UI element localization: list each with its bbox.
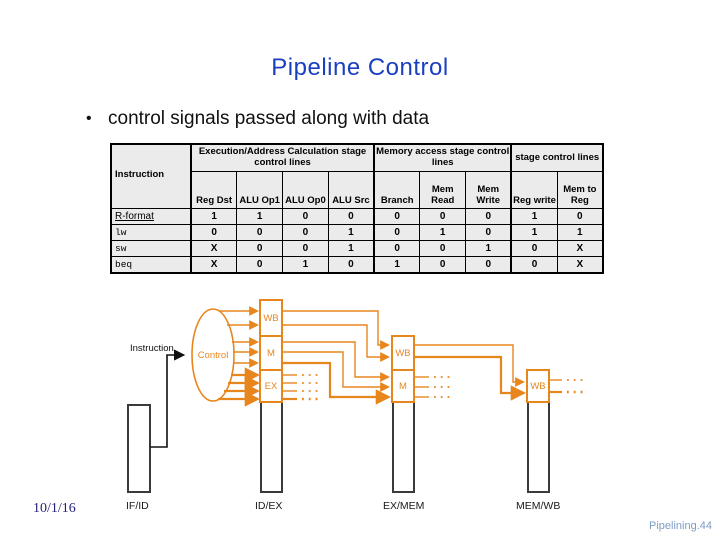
instruction-wire <box>150 349 186 448</box>
column-header: Mem to Reg <box>556 171 604 209</box>
wb-signal-line <box>282 324 390 362</box>
idex-ex-label: EX <box>265 381 278 392</box>
slide-title: Pipeline Control <box>271 54 449 81</box>
exmem-label: EX/MEM <box>383 500 424 512</box>
group-header: stage control lines <box>510 143 604 172</box>
table-cell: 1 <box>373 256 421 274</box>
idex-register <box>260 401 283 493</box>
memwb-register <box>527 401 550 493</box>
table-cell: 0 <box>373 240 421 257</box>
column-header: ALU Src <box>327 171 375 209</box>
exmem-m-label: M <box>399 381 407 392</box>
table-cell: 0 <box>236 240 284 257</box>
control-label: Control <box>198 350 229 361</box>
column-header: Reg write <box>510 171 558 209</box>
instruction-cell: sw <box>110 240 192 257</box>
column-header: Mem Read <box>419 171 467 209</box>
instruction-label: Instruction <box>130 343 174 354</box>
memwb-label: MEM/WB <box>516 500 560 512</box>
wb-signal-line <box>414 344 525 387</box>
table-cell: X <box>556 240 604 257</box>
wb-signal-line <box>282 310 390 350</box>
slide-date: 10/1/16 <box>33 501 76 516</box>
idex-label: ID/EX <box>255 500 282 512</box>
idex-ex-box <box>259 369 283 403</box>
idex-wb-label: WB <box>263 313 278 324</box>
group-header: Memory access stage control lines <box>373 143 512 172</box>
memwb-wb-label: WB <box>530 381 545 392</box>
control-unit <box>191 308 235 402</box>
column-header: Reg Dst <box>190 171 238 209</box>
exmem-m-box <box>391 369 415 403</box>
m-signal-line <box>282 361 392 405</box>
exmem-register <box>392 401 415 493</box>
exmem-wb-label: WB <box>395 348 410 359</box>
m-signal-line <box>282 341 390 382</box>
ifid-label: IF/ID <box>126 500 149 512</box>
table-cell: X <box>556 256 604 274</box>
bullet-icon: • <box>86 110 92 127</box>
table-cell: 0 <box>419 240 467 257</box>
wb-signal-line <box>414 355 527 401</box>
column-header: Mem Write <box>465 171 512 209</box>
idex-m-label: M <box>267 348 275 359</box>
ifid-register <box>127 404 151 493</box>
instruction-cell: beq <box>110 256 192 274</box>
page-number: Pipelining.44 <box>649 520 712 532</box>
bullet-text: control signals passed along with data <box>108 108 430 129</box>
column-header: ALU Op1 <box>236 171 284 209</box>
m-signal-line <box>282 351 390 392</box>
bullet-line: • control signals passed along with data <box>86 108 646 130</box>
memwb-wb-box <box>526 369 550 403</box>
